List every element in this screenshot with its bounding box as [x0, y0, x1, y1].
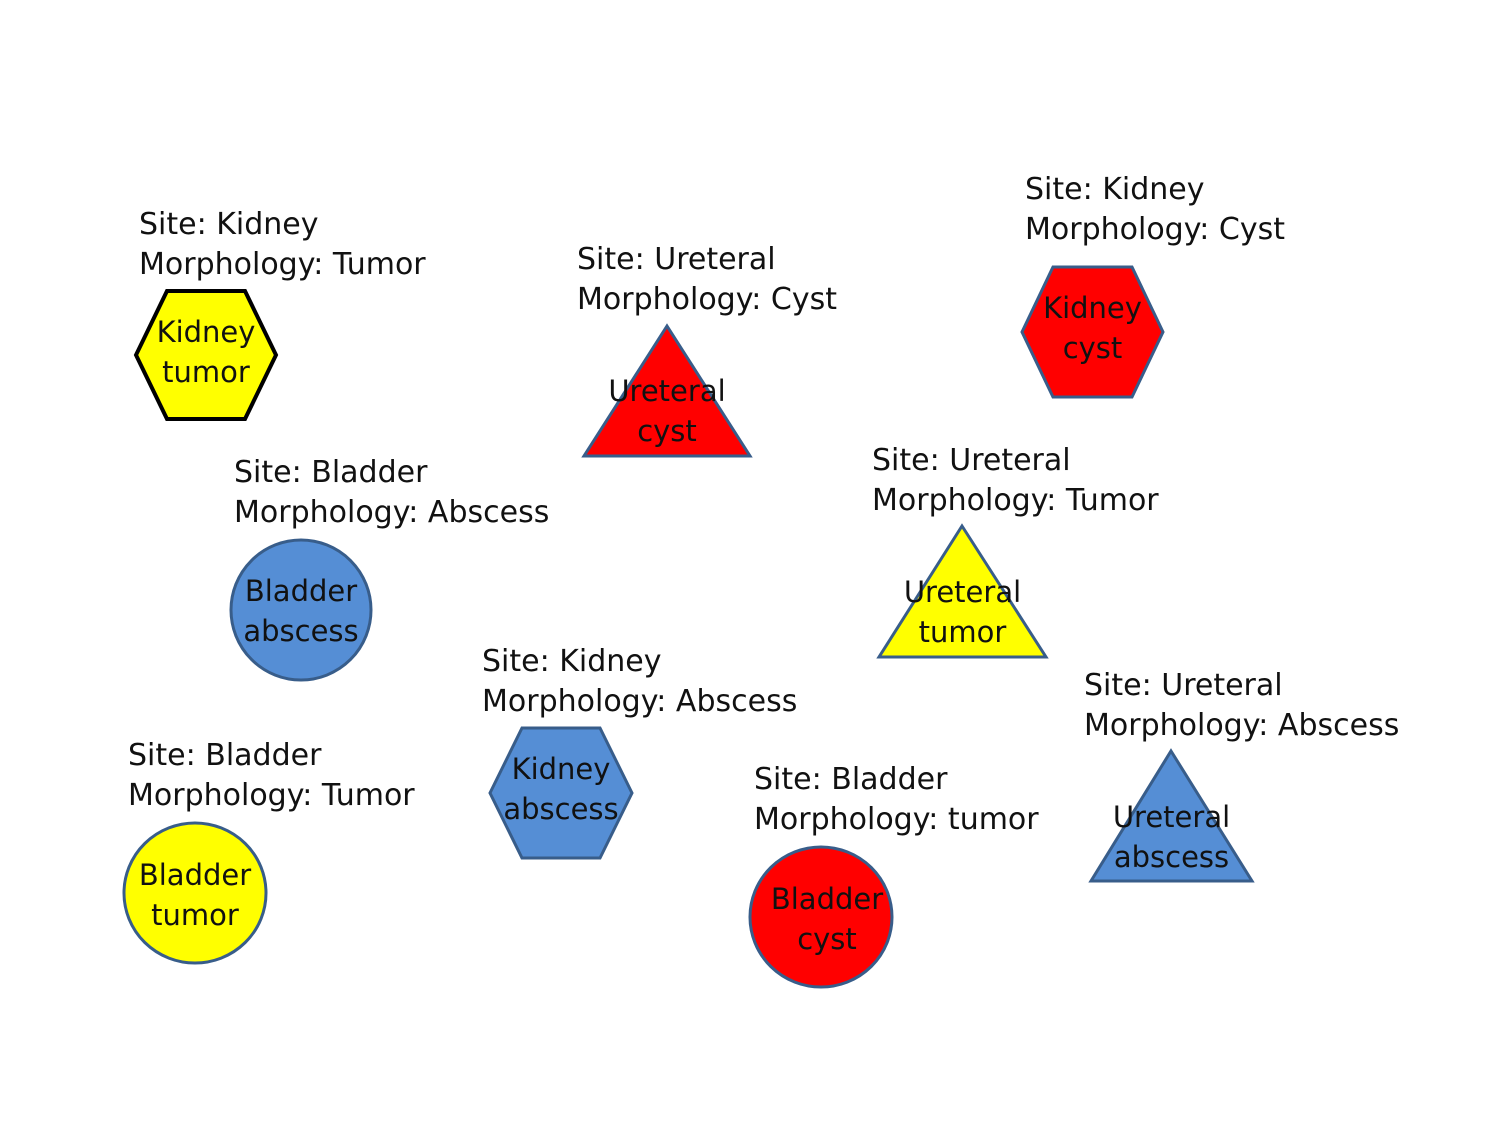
- shape-label-line1: Kidney: [511, 752, 611, 786]
- shape-label-line2: abscess: [1113, 840, 1230, 874]
- shape-label-line2: abscess: [503, 792, 619, 826]
- caption-site-line: Site: Kidney: [139, 207, 319, 242]
- circle-bladder-cyst: Bladder cyst: [748, 845, 894, 989]
- shape-label: Bladder tumor: [122, 855, 268, 935]
- caption-site-line: Site: Ureteral: [872, 443, 1071, 478]
- caption-site-line: Site: Bladder: [754, 762, 948, 797]
- caption-site-line: Site: Ureteral: [1084, 668, 1283, 703]
- caption-morphology-line: Morphology: Tumor: [128, 778, 415, 813]
- shape-label: Ureteral abscess: [1090, 797, 1253, 877]
- triangle-ureteral-cyst: Ureteral cyst: [581, 323, 753, 458]
- shape-label-line2: tumor: [918, 615, 1007, 649]
- caption-morphology-line: Morphology: tumor: [754, 802, 1039, 837]
- shape-label-line2: cyst: [637, 414, 697, 448]
- circle-shape: [122, 821, 268, 965]
- shape-label: Bladder abscess: [229, 571, 373, 651]
- hexagon-kidney-abscess: Kidney abscess: [488, 726, 634, 860]
- caption-morphology-line: Morphology: Tumor: [139, 247, 426, 282]
- caption-site-line: Site: Bladder: [128, 738, 322, 773]
- circle-shape: [229, 538, 373, 682]
- caption-morphology-line: Morphology: Abscess: [234, 495, 550, 530]
- shape-label-line1: Ureteral: [608, 374, 726, 408]
- hexagon-shape: [1020, 265, 1165, 399]
- caption-kidney-cyst: Site: Kidney Morphology: Cyst: [1025, 170, 1285, 250]
- shape-label-line1: Bladder: [770, 882, 884, 916]
- circle-bladder-tumor: Bladder tumor: [122, 821, 268, 965]
- shape-label-line2: abscess: [243, 614, 359, 648]
- caption-bladder-abscess: Site: Bladder Morphology: Abscess: [234, 453, 549, 533]
- triangle-fill: [581, 323, 753, 458]
- circle-fill: [122, 821, 268, 965]
- caption-morphology-line: Morphology: Abscess: [482, 684, 798, 719]
- caption-ureteral-abscess: Site: Ureteral Morphology: Abscess: [1084, 666, 1399, 746]
- caption-morphology-line: Morphology: Tumor: [872, 483, 1159, 518]
- caption-ureteral-tumor: Site: Ureteral Morphology: Tumor: [872, 441, 1159, 521]
- shape-label: Kidney cyst: [1021, 288, 1164, 368]
- hexagon-kidney-tumor: Kidney tumor: [133, 289, 279, 421]
- triangle-ureteral-abscess: Ureteral abscess: [1088, 748, 1255, 883]
- shape-label-line1: Bladder: [244, 574, 358, 608]
- shape-label: Ureteral tumor: [878, 572, 1047, 652]
- caption-kidney-tumor: Site: Kidney Morphology: Tumor: [139, 205, 426, 285]
- caption-ureteral-cyst: Site: Ureteral Morphology: Cyst: [577, 240, 837, 320]
- caption-kidney-abscess: Site: Kidney Morphology: Abscess: [482, 642, 797, 722]
- triangle-shape: [581, 323, 753, 458]
- triangle-fill: [876, 523, 1049, 659]
- shape-label: Bladder cyst: [754, 879, 900, 959]
- caption-morphology-line: Morphology: Cyst: [1025, 212, 1286, 247]
- shape-label-line2: cyst: [1062, 331, 1123, 365]
- caption-site-line: Site: Bladder: [234, 455, 428, 490]
- triangle-ureteral-tumor: Ureteral tumor: [876, 523, 1049, 659]
- caption-morphology-line: Morphology: Abscess: [1084, 708, 1400, 743]
- circle-fill: [748, 845, 894, 989]
- triangle-shape: [876, 523, 1049, 659]
- hexagon-fill: [1020, 265, 1165, 399]
- circle-shape: [748, 845, 894, 989]
- caption-bladder-cyst: Site: Bladder Morphology: tumor: [754, 760, 1039, 840]
- shape-label: Kidney tumor: [135, 312, 277, 392]
- hexagon-kidney-cyst: Kidney cyst: [1020, 265, 1165, 399]
- circle-fill: [229, 538, 373, 682]
- shape-label-line1: Bladder: [138, 858, 252, 892]
- caption-bladder-tumor: Site: Bladder Morphology: Tumor: [128, 736, 415, 816]
- shape-label-line1: Ureteral: [903, 575, 1022, 609]
- shape-label-line1: Kidney: [156, 315, 256, 349]
- shape-label-line2: cyst: [797, 922, 857, 956]
- shape-label-line1: Kidney: [1043, 291, 1142, 325]
- hexagon-shape: [488, 726, 634, 860]
- shape-label-line2: tumor: [162, 355, 250, 389]
- triangle-shape: [1088, 748, 1255, 883]
- shape-label: Ureteral cyst: [583, 371, 751, 451]
- shape-label-line2: tumor: [151, 898, 239, 932]
- caption-site-line: Site: Kidney: [1025, 172, 1205, 207]
- shape-label: Kidney abscess: [489, 749, 633, 829]
- hexagon-shape: [133, 289, 279, 421]
- caption-site-line: Site: Kidney: [482, 644, 662, 679]
- caption-site-line: Site: Ureteral: [577, 242, 776, 277]
- shape-label-line1: Ureteral: [1112, 800, 1231, 834]
- hexagon-fill: [133, 289, 279, 421]
- circle-bladder-abscess: Bladder abscess: [229, 538, 373, 682]
- hexagon-fill: [488, 726, 634, 860]
- triangle-fill: [1088, 748, 1255, 883]
- caption-morphology-line: Morphology: Cyst: [577, 282, 838, 317]
